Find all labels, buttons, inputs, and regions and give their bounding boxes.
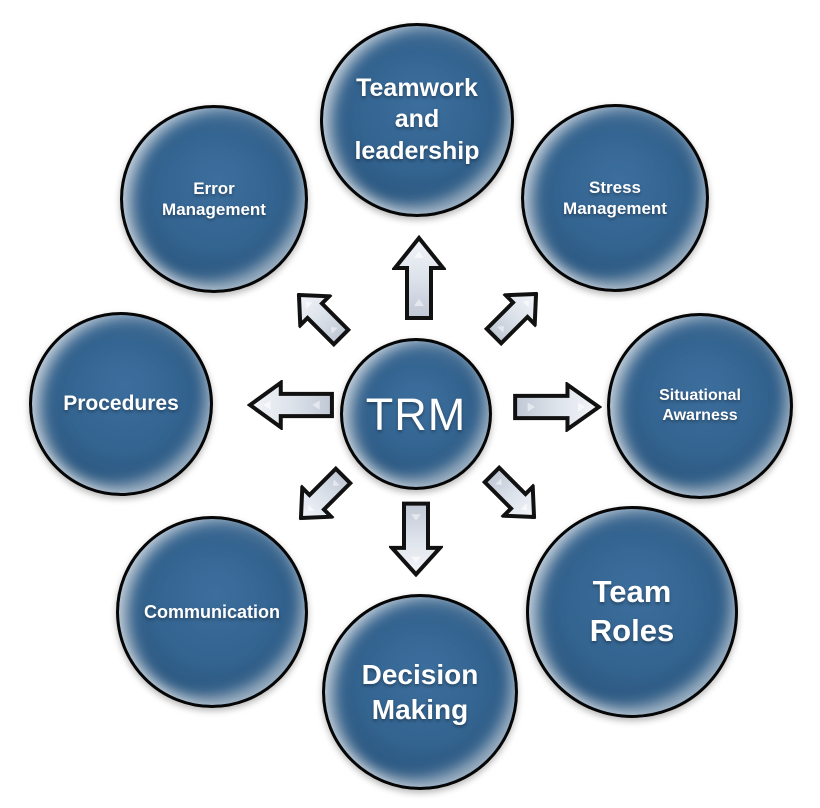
- node-procedures: Procedures: [29, 312, 213, 496]
- node-teamwork-leadership: Teamwork and leadership: [320, 23, 514, 217]
- node-label: Procedures: [63, 391, 179, 415]
- node-trm-center: TRM: [340, 338, 492, 490]
- node-label: Error Management: [162, 178, 266, 219]
- node-communication: Communication: [116, 516, 308, 708]
- node-label: Situational Awarness: [659, 387, 741, 424]
- arrow-down-left-icon: [283, 458, 361, 536]
- node-situational-awareness: Situational Awarness: [607, 313, 793, 499]
- arrow-left-icon: [247, 380, 335, 430]
- arrow-up-icon: [392, 235, 446, 321]
- arrow-down-icon: [389, 501, 443, 577]
- arrow-down-right-icon: [474, 457, 552, 535]
- node-team-roles: Team Roles: [526, 506, 738, 718]
- arrow-up-left-icon: [281, 277, 359, 355]
- node-decision-making: Decision Making: [322, 594, 518, 790]
- node-stress-management: Stress Management: [521, 104, 709, 292]
- node-label: Decision Making: [361, 659, 479, 725]
- arrow-up-right-icon: [476, 276, 554, 354]
- arrow-right-icon: [512, 382, 602, 432]
- node-label: TRM: [365, 388, 467, 440]
- node-label: Team Roles: [589, 574, 675, 648]
- node-error-management: Error Management: [120, 105, 308, 293]
- node-label: Stress Management: [563, 177, 667, 218]
- node-label: Communication: [143, 601, 280, 622]
- node-label: Teamwork and leadership: [354, 74, 480, 165]
